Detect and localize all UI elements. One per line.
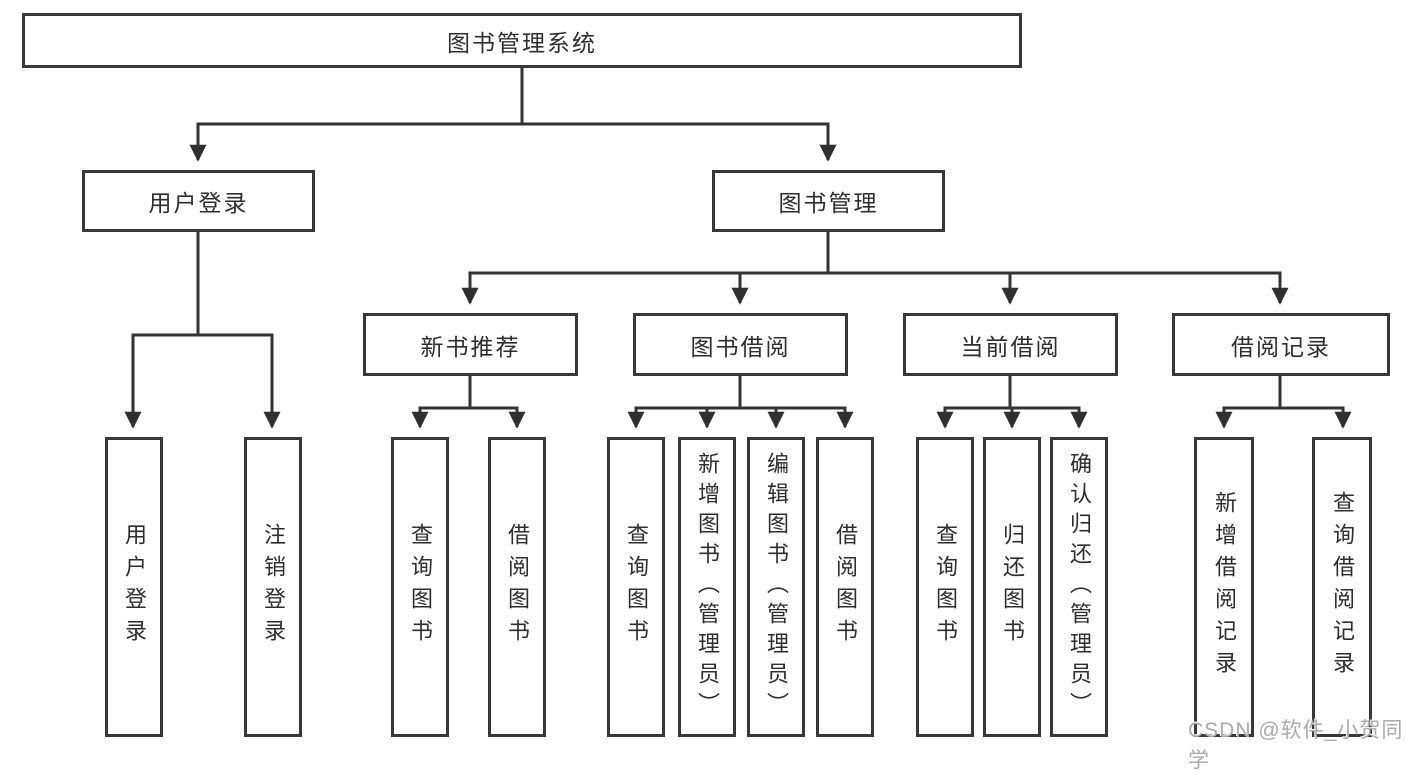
leaf-edit-book-admin: 编辑图书（管理员） xyxy=(747,437,805,737)
leaf-user-login: 用户登录 xyxy=(105,437,163,737)
node-current-borrowing: 当前借阅 xyxy=(903,313,1118,376)
leaf-query-borrowing-record: 查询借阅记录 xyxy=(1312,437,1372,737)
leaf-return-books: 归还图书 xyxy=(983,437,1041,737)
node-book-borrowing: 图书借阅 xyxy=(633,313,848,376)
leaf-confirm-return-admin: 确认归还（管理员） xyxy=(1050,437,1108,737)
node-user-login: 用户登录 xyxy=(82,170,315,232)
node-book-management: 图书管理 xyxy=(712,170,945,232)
csdn-watermark: CSDN @软件_小贺同学 xyxy=(1188,719,1404,772)
leaf-borrow-books-2: 借阅图书 xyxy=(816,437,874,737)
leaf-add-book-admin: 新增图书（管理员） xyxy=(678,437,736,737)
leaf-borrow-books-1: 借阅图书 xyxy=(488,437,546,737)
leaf-query-books-1: 查询图书 xyxy=(391,437,449,737)
node-new-book-recommendation: 新书推荐 xyxy=(363,313,578,376)
leaf-add-borrowing-record: 新增借阅记录 xyxy=(1194,437,1254,737)
diagram-canvas: 图书管理系统 用户登录 图书管理 新书推荐 图书借阅 当前借阅 借阅记录 用户登… xyxy=(22,13,1402,772)
connector-lines xyxy=(124,64,1352,429)
leaf-logout: 注销登录 xyxy=(244,437,302,737)
leaf-query-books-2: 查询图书 xyxy=(607,437,665,737)
leaf-query-books-3: 查询图书 xyxy=(916,437,974,737)
node-library-management-system: 图书管理系统 xyxy=(22,13,1022,68)
node-borrowing-records: 借阅记录 xyxy=(1172,313,1390,376)
